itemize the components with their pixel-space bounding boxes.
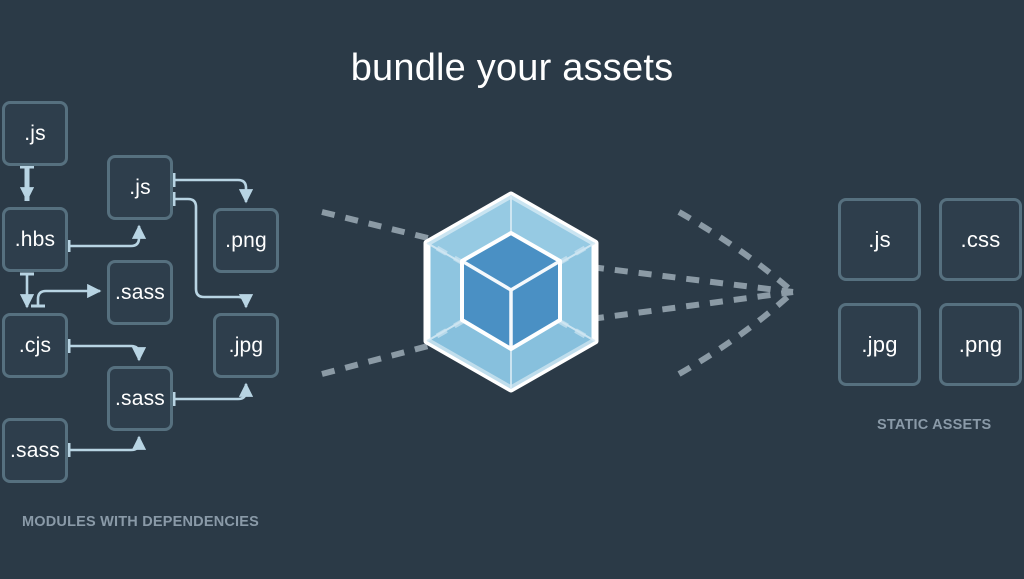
shell-highlight-top-right [517,245,587,289]
edge-hbs-to-cjs [19,272,35,309]
input-stream-upper [321,209,433,242]
module-node-png[interactable]: .png [213,208,279,273]
asset-node-png[interactable]: .png [939,303,1022,386]
output-stream-upper [590,264,794,295]
shell-highlight-top-left [435,245,505,289]
output-stream-lower [590,289,794,322]
edge-sass3-to-sass2 [67,435,147,457]
edge-hbs-to-js2 [67,224,147,252]
module-node-sass-2[interactable]: .sass [107,366,173,431]
edge-cjs-to-sass2 [67,339,147,362]
logo-outer-shell [423,191,599,393]
module-node-js-1[interactable]: .js [2,101,68,166]
shell-highlight-bottom-right [517,295,587,339]
arrowhead-barb-upper [677,209,795,295]
shell-highlight-bottom-left [435,295,505,339]
logo-inner-cube [460,231,562,351]
page-title: bundle your assets [350,47,674,89]
module-node-js-2[interactable]: .js [107,155,173,220]
input-stream-lower [321,342,433,377]
modules-section-caption: MODULES WITH DEPENDENCIES [22,514,260,530]
edge-js1-to-hbs [19,165,35,202]
edge-sass2-to-jpg [172,382,254,406]
module-node-sass-1[interactable]: .sass [107,260,173,325]
edge-cjs-to-sass1 [31,283,102,308]
arrowhead-barb-lower [677,289,796,377]
module-node-sass-3[interactable]: .sass [2,418,68,483]
module-node-hbs[interactable]: .hbs [2,207,68,272]
module-node-jpg[interactable]: .jpg [213,313,279,378]
asset-node-js[interactable]: .js [838,198,921,281]
asset-node-jpg[interactable]: .jpg [838,303,921,386]
assets-section-caption: STATIC ASSETS [877,417,992,433]
module-node-cjs[interactable]: .cjs [2,313,68,378]
asset-node-css[interactable]: .css [939,198,1022,281]
edge-js2-to-png [172,173,254,204]
